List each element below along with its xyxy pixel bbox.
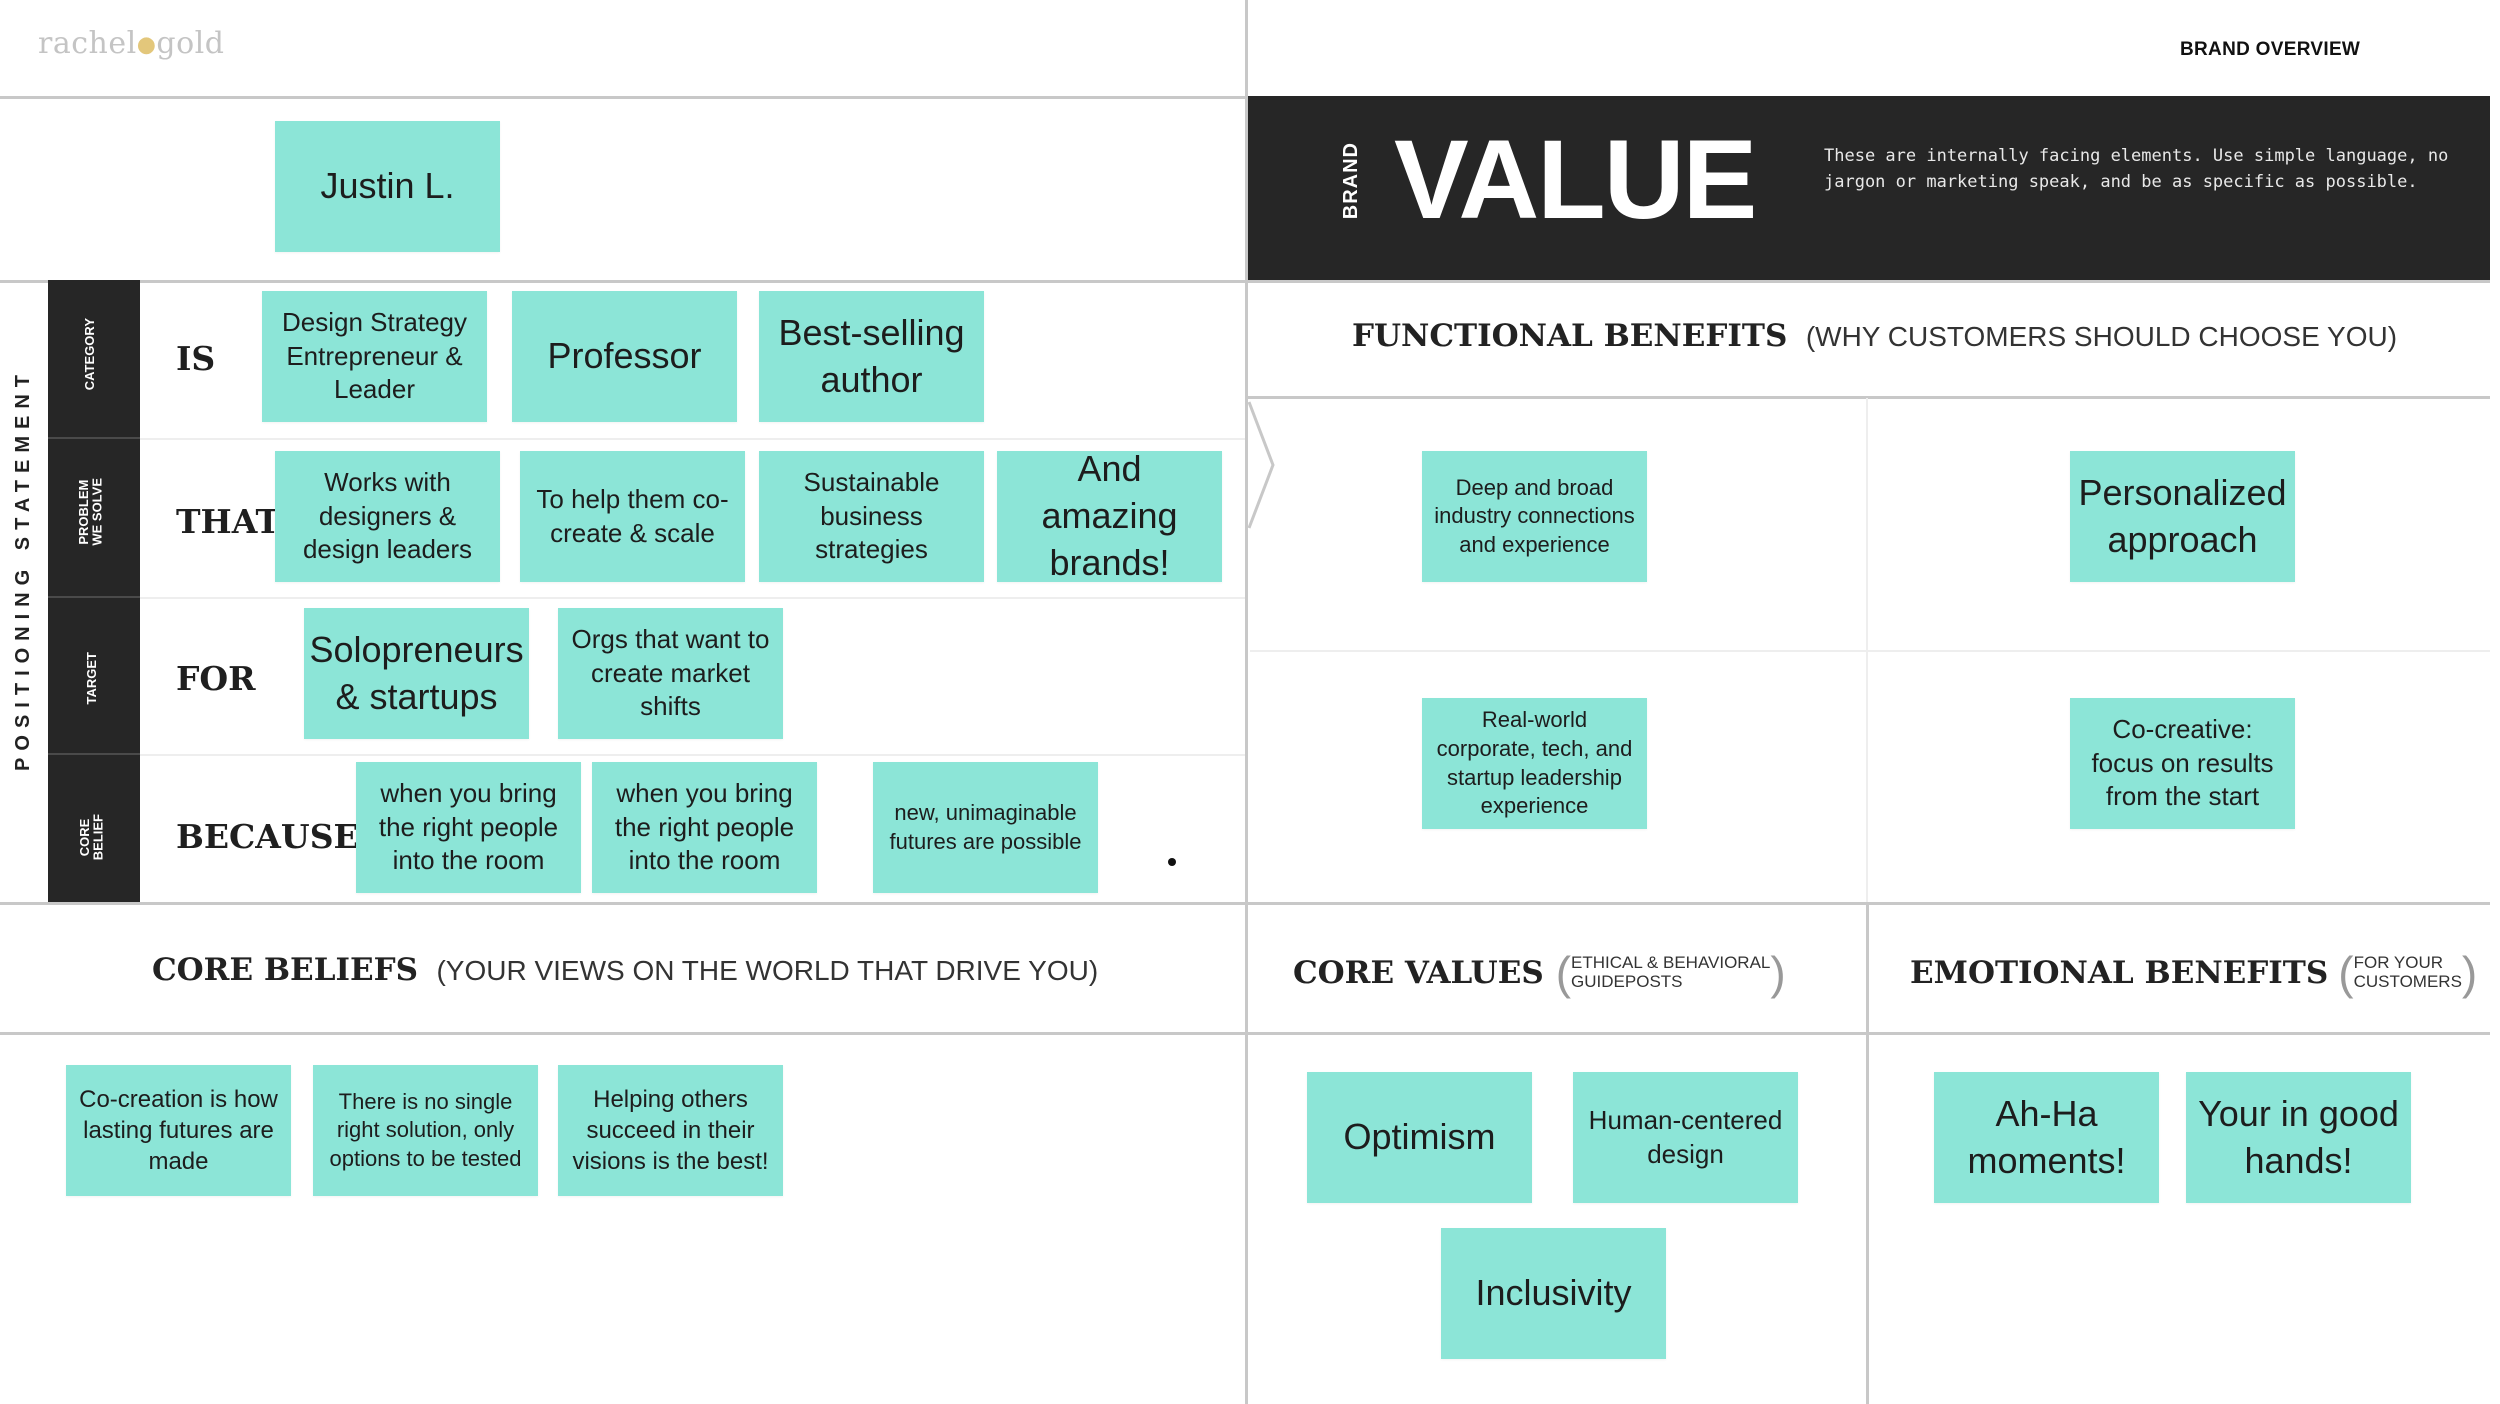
divider-row-3 [140,754,1247,756]
sticky-functional-4[interactable]: Co-creative: focus on results from the s… [2070,698,2295,829]
emotional-benefits-header: EMOTIONAL BENEFITS ( FOR YOUR CUSTOMERS … [1910,946,2477,1000]
banner-description: These are internally facing elements. Us… [1824,146,2449,192]
row-label-is: IS [176,339,216,378]
rachel-gold-logo: rachel●gold [38,26,224,61]
functional-benefits-header: FUNCTIONAL BENEFITS (WHY CUSTOMERS SHOUL… [1352,318,2397,354]
emotional-sub-1: FOR YOUR [2353,953,2444,973]
core-beliefs-title: CORE BELIEFS [152,952,419,988]
core-values-header: CORE VALUES ( ETHICAL & BEHAVIORAL GUIDE… [1293,946,1786,1000]
sticky-core-belief-3[interactable]: Helping others succeed in their visions … [558,1065,783,1196]
positioning-tab-strip [48,280,140,902]
sticky-belief-1[interactable]: when you bring the right people into the… [356,762,581,893]
core-values-sub-2: GUIDEPOSTS [1571,972,1683,991]
sticky-category-3[interactable]: Best-selling author [759,291,984,422]
functional-benefits-title: FUNCTIONAL BENEFITS [1352,318,1788,354]
stray-dot [1168,858,1176,866]
banner-title: VALUE [1394,117,1757,242]
functional-benefits-subtitle: (WHY CUSTOMERS SHOULD CHOOSE YOU) [1805,321,2398,352]
tab-category: CATEGORY [82,318,97,391]
divider-benefits-header [1247,396,2490,399]
sticky-problem-1[interactable]: Works with designers & design leaders [275,451,500,582]
positioning-side-label: POSITIONING STATEMENT [12,368,34,771]
sticky-target-2[interactable]: Orgs that want to create market shifts [558,608,783,739]
banner-small-label: BRAND [1340,142,1362,220]
row-label-that: THAT [176,502,281,541]
tab-target: TARGET [84,652,99,705]
paren-open-2: ( [2338,947,2354,999]
core-beliefs-header: CORE BELIEFS (YOUR VIEWS ON THE WORLD TH… [152,952,1098,988]
tab-separator-3 [48,753,140,755]
sticky-category-1[interactable]: Design Strategy Entrepreneur & Leader [262,291,487,422]
sticky-belief-3[interactable]: new, unimaginable futures are possible [873,762,1098,893]
sticky-category-2[interactable]: Professor [512,291,737,422]
core-values-subtitle: ETHICAL & BEHAVIORAL GUIDEPOSTS [1571,953,1771,991]
row-label-because: BECAUSE [176,817,359,856]
sticky-emotional-1[interactable]: Ah-Ha moments! [1934,1072,2159,1203]
emotional-sub-2: CUSTOMERS [2353,972,2462,991]
divider-lower-right [1866,902,1869,1404]
logo-text-left: rachel [38,26,137,61]
sticky-problem-4[interactable]: And amazing brands! [997,448,1222,583]
sticky-target-1[interactable]: Solopreneurs & startups [304,608,529,739]
sticky-emotional-2[interactable]: Your in good hands! [2186,1072,2411,1203]
core-beliefs-subtitle: (YOUR VIEWS ON THE WORLD THAT DRIVE YOU) [436,955,1099,986]
divider-row-2 [140,597,1247,599]
divider-row-1 [140,438,1247,440]
sticky-core-belief-1[interactable]: Co-creation is how lasting futures are m… [66,1065,291,1196]
brand-overview-label: BRAND OVERVIEW [2180,39,2361,60]
row-label-for: FOR [176,659,256,698]
sticky-functional-3[interactable]: Real-world corporate, tech, and startup … [1422,698,1647,829]
logo-text-right: gold [156,26,225,61]
tab-separator-1 [48,437,140,439]
emotional-benefits-title: EMOTIONAL BENEFITS [1910,955,2329,991]
logo-dot-icon: ● [136,32,157,58]
sticky-problem-2[interactable]: To help them co-create & scale [520,451,745,582]
divider-functional-mid [1250,650,2490,652]
paren-close-2: ) [2461,947,2478,999]
value-banner: BRAND VALUE These are internally facing … [1248,96,2490,280]
core-values-sub-1: ETHICAL & BEHAVIORAL [1571,953,1771,973]
divider-center [1245,0,1248,1404]
sticky-value-1[interactable]: Optimism [1307,1072,1532,1203]
sticky-value-3[interactable]: Inclusivity [1441,1228,1666,1359]
emotional-benefits-subtitle: FOR YOUR CUSTOMERS [2353,953,2462,991]
sticky-functional-1[interactable]: Deep and broad industry connections and … [1422,451,1647,582]
paren-close: ) [1770,947,1786,999]
divider-functional-mid-v [1866,398,1868,902]
paren-open: ( [1555,947,1572,999]
sticky-functional-2[interactable]: Personalized approach [2070,451,2295,582]
sticky-value-2[interactable]: Human-centered design [1573,1072,1798,1203]
tab-separator-2 [48,596,140,598]
sticky-core-belief-2[interactable]: There is no single right solution, only … [313,1065,538,1196]
tab-core-belief: CORE BELIEF [77,814,106,861]
divider-top-left [0,96,1247,99]
core-values-title: CORE VALUES [1293,955,1544,991]
sticky-problem-3[interactable]: Sustainable business strategies [759,451,984,582]
chevron-right-icon [1247,401,1275,529]
name-sticky[interactable]: Justin L. [275,121,500,252]
tab-problem-we-solve: PROBLEM WE SOLVE [76,478,105,546]
sticky-belief-2[interactable]: when you bring the right people into the… [592,762,817,893]
